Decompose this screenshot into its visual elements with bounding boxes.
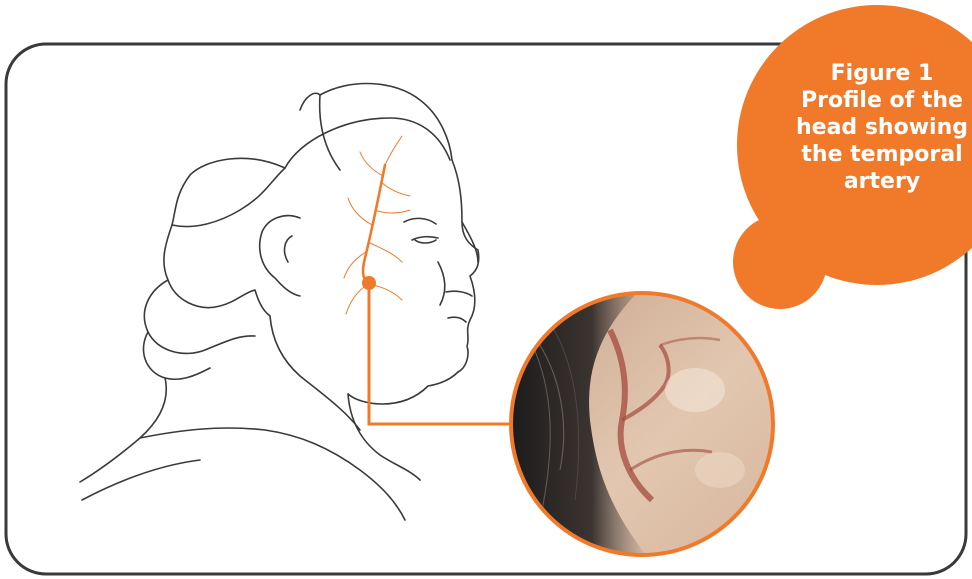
caption-line: artery	[782, 168, 972, 195]
caption-line: the temporal	[782, 141, 972, 168]
caption-line: head showing	[782, 114, 972, 141]
figure-caption: Figure 1 Profile of the head showing the…	[782, 60, 972, 195]
caption-line: Profile of the	[782, 87, 972, 114]
caption-title: Figure 1	[782, 60, 972, 87]
